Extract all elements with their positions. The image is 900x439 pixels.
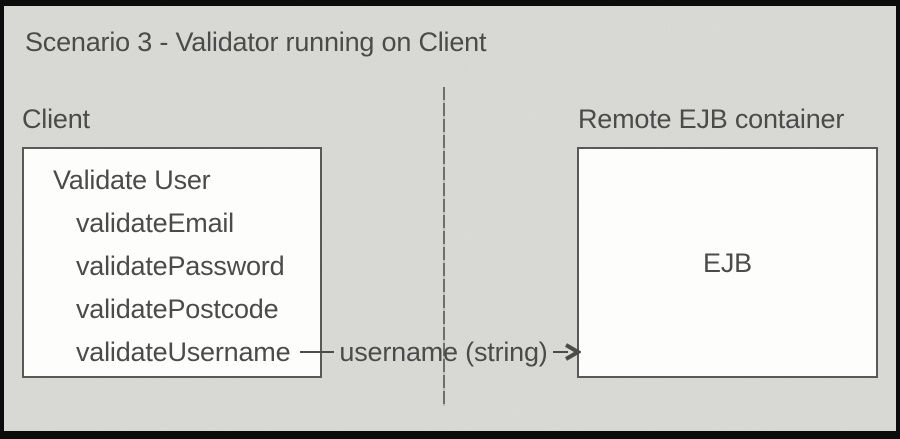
client-zone-label: Client bbox=[22, 104, 90, 134]
method-validate-username: validateUsername bbox=[76, 337, 291, 367]
remote-ejb-zone-label: Remote EJB container bbox=[578, 104, 845, 134]
method-validate-email: validateEmail bbox=[76, 208, 234, 238]
figure-title: Scenario 3 - Validator running on Client bbox=[25, 27, 487, 57]
arrow-right-icon bbox=[552, 343, 581, 361]
client-box-title: Validate User bbox=[53, 165, 211, 195]
connector-label: username (string) bbox=[339, 337, 548, 367]
divider-line bbox=[443, 87, 445, 406]
method-validate-password: validatePassword bbox=[76, 251, 285, 281]
ejb-box-label: EJB bbox=[703, 247, 752, 278]
method-validate-postcode: validatePostcode bbox=[76, 294, 279, 324]
client-box: Validate User validateEmail validatePass… bbox=[22, 147, 322, 378]
connector: username (string) bbox=[300, 338, 581, 366]
ejb-box: EJB bbox=[577, 147, 878, 378]
connector-line bbox=[300, 351, 334, 353]
